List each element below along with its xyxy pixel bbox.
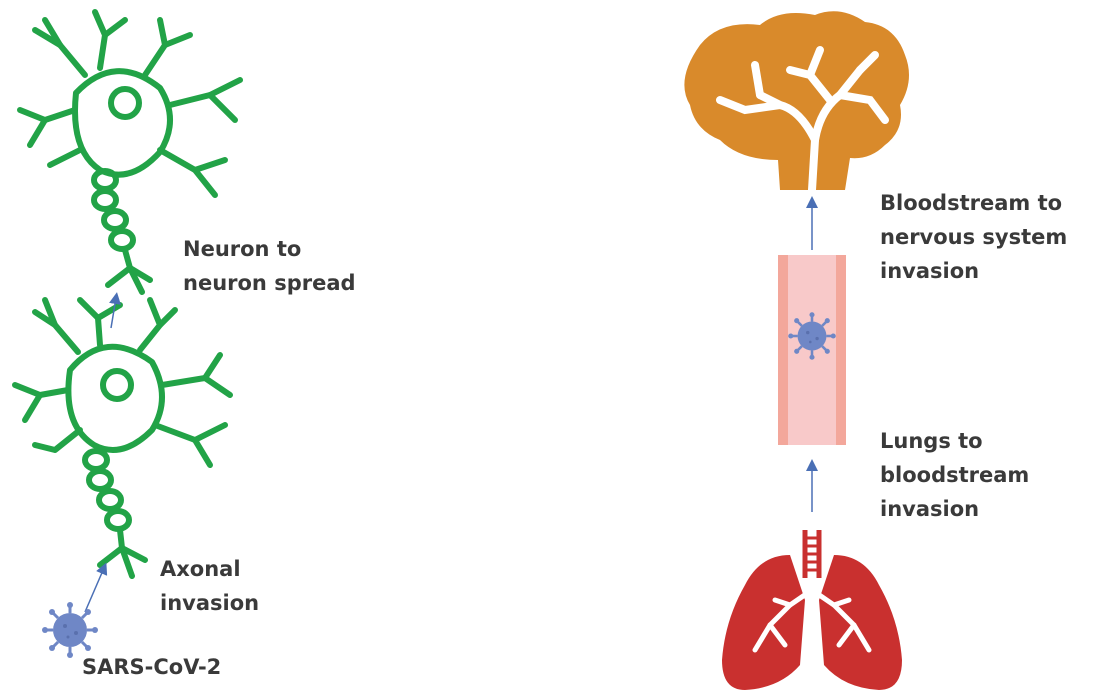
neuron-icon-bottom <box>15 300 230 576</box>
label-neuron-spread: Neuron to neuron spread <box>183 232 356 300</box>
brain-icon <box>684 11 909 190</box>
label-lungs-line-2: bloodstream <box>880 458 1029 492</box>
label-bloodstream-line-1: Bloodstream to <box>880 186 1067 220</box>
label-neuron-spread-line-1: Neuron to <box>183 232 356 266</box>
label-neuron-spread-line-2: neuron spread <box>183 266 356 300</box>
label-lungs-bloodstream: Lungs to bloodstream invasion <box>880 424 1029 526</box>
label-axonal-invasion: Axonal invasion <box>160 552 259 620</box>
label-lungs-line-1: Lungs to <box>880 424 1029 458</box>
label-virus: SARS-CoV-2 <box>82 650 221 684</box>
virus-icon-vessel <box>788 312 836 360</box>
label-bloodstream-line-2: nervous system <box>880 220 1067 254</box>
label-lungs-line-3: invasion <box>880 492 1029 526</box>
label-axonal-line-2: invasion <box>160 586 259 620</box>
label-axonal-line-1: Axonal <box>160 552 259 586</box>
label-bloodstream-line-3: invasion <box>880 254 1067 288</box>
label-virus-text: SARS-CoV-2 <box>82 650 221 684</box>
arrow-icon-axonal <box>85 568 104 612</box>
lungs-icon <box>722 530 902 690</box>
label-bloodstream-nervous-system: Bloodstream to nervous system invasion <box>880 186 1067 288</box>
